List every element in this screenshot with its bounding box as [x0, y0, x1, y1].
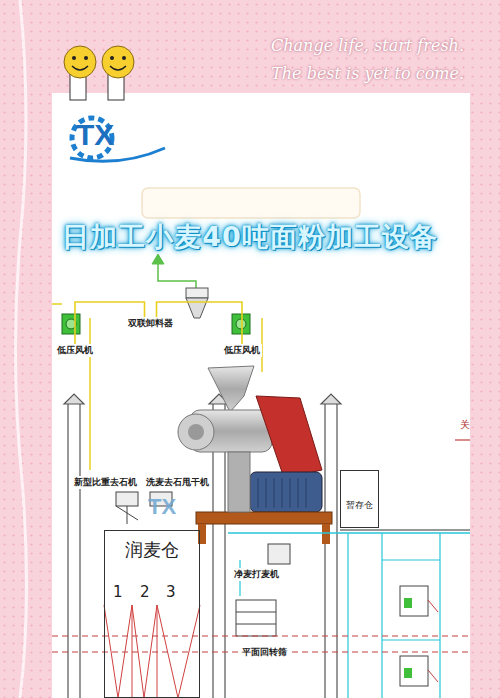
equipment-name: 平面回转筛: [242, 647, 287, 658]
pellet-machine-photo-part: [322, 524, 330, 544]
equipment-label: 低压风机: [55, 344, 95, 357]
smiley-faces-part: [122, 56, 126, 60]
pink-background-part: [15, 0, 26, 698]
grain-cleaner-symbol-part: [236, 612, 276, 624]
smiley-faces-part: [84, 56, 88, 60]
flow-lines-part: [455, 439, 470, 440]
smiley-faces-part: [64, 46, 96, 78]
flow-lines-part: [382, 560, 440, 640]
bucket-elevator-part: [64, 394, 84, 404]
stone-remover-symbol-part: [116, 492, 138, 506]
bucket-elevator-part: [68, 404, 80, 698]
smiley-faces: [64, 46, 134, 100]
fan-symbol-part: [236, 319, 246, 329]
pellet-machine-photo-part: [188, 424, 204, 440]
logo-gear: [70, 118, 165, 161]
equipment-name: 低压风机: [224, 345, 260, 356]
bin-name: 暂存仓: [344, 500, 375, 511]
flow-lines-part: [228, 532, 470, 534]
bucket-elevator-part: [321, 394, 341, 404]
machine-symbol-part: [400, 586, 428, 616]
storage-bin: 润麦仓: [104, 530, 200, 698]
grain-cleaner-symbol-part: [268, 544, 290, 564]
equipment-name: 低压风机: [57, 345, 93, 356]
pellet-machine-photo: [178, 366, 332, 544]
fan-symbol: [62, 314, 250, 334]
white-panel-part: [52, 93, 470, 698]
smiley-faces-part: [110, 66, 126, 70]
white-panel: [52, 93, 470, 698]
pipe-lines-part: [158, 262, 196, 290]
cyclone-symbol-part: [186, 288, 208, 298]
equipment-label: 平面回转筛: [240, 646, 289, 659]
bin-number: 3: [166, 583, 176, 601]
bin-name: 润麦仓: [123, 539, 181, 561]
smiley-faces-part: [102, 46, 134, 78]
fan-symbol-part: [62, 314, 80, 334]
pipe-lines-part: [89, 318, 91, 470]
watermark-text: TX: [148, 494, 176, 520]
pipe-lines-part: [152, 254, 164, 264]
equipment-label: 低压风机: [222, 344, 262, 357]
equipment-name: 洗麦去石甩干机: [146, 477, 209, 488]
machine-symbol-part: [400, 656, 428, 686]
smiley-faces-part: [110, 56, 114, 60]
flow-lines: [52, 440, 470, 698]
bin-number: 2: [140, 583, 150, 601]
flow-lines-part: [348, 533, 440, 698]
pellet-machine-photo-part: [208, 366, 254, 412]
bin-number: 1: [113, 583, 123, 601]
pellet-machine-photo-part: [250, 472, 322, 512]
bucket-elevator-part: [325, 404, 337, 698]
machine-symbol-part: [404, 668, 412, 678]
stone-remover-symbol-part: [116, 506, 138, 524]
slogan-text: The best is yet to come.: [271, 64, 464, 83]
cut-label: 关: [460, 418, 470, 432]
equipment-name: 双联卸料器: [128, 318, 173, 329]
grain-cleaner-symbol-part: [236, 600, 276, 636]
title-frame-part: [142, 188, 360, 218]
equipment-label: 洗麦去石甩干机: [144, 476, 211, 489]
pellet-machine-photo-part: [256, 396, 322, 478]
cyclone-symbol: [186, 288, 208, 318]
equipment-name: 净麦打麦机: [234, 569, 279, 580]
pipe-lines-part: [52, 303, 62, 305]
fan-symbol-part: [232, 314, 250, 334]
title-text: 日加工小麦40吨面粉加工设备: [0, 219, 500, 255]
equipment-label: 新型比重去石机: [72, 476, 139, 489]
pellet-machine-photo-part: [178, 414, 214, 450]
pellet-machine-photo-part: [196, 512, 332, 524]
pellet-machine-photo-part: [258, 478, 306, 508]
machine-symbol: [400, 586, 438, 686]
smiley-faces-part: [72, 66, 88, 70]
logo-text: TX: [76, 118, 114, 152]
flow-lines-part: [340, 529, 470, 530]
equipment-label: 双联卸料器: [126, 317, 175, 330]
machine-symbol-part: [404, 598, 412, 608]
slogan-text: Change life, start fresh.: [271, 36, 464, 55]
equipment-name: 新型比重去石机: [74, 477, 137, 488]
smiley-faces-part: [72, 56, 76, 60]
machine-symbol-part: [428, 600, 438, 612]
equipment-label: 净麦打麦机: [232, 568, 281, 581]
storage-bin: 暂存仓: [340, 470, 379, 528]
grain-cleaner-symbol: [236, 544, 290, 636]
machine-symbol-part: [428, 670, 438, 682]
pellet-machine-photo-part: [228, 452, 250, 512]
cyclone-symbol-part: [186, 298, 208, 318]
title-frame: [142, 188, 360, 218]
